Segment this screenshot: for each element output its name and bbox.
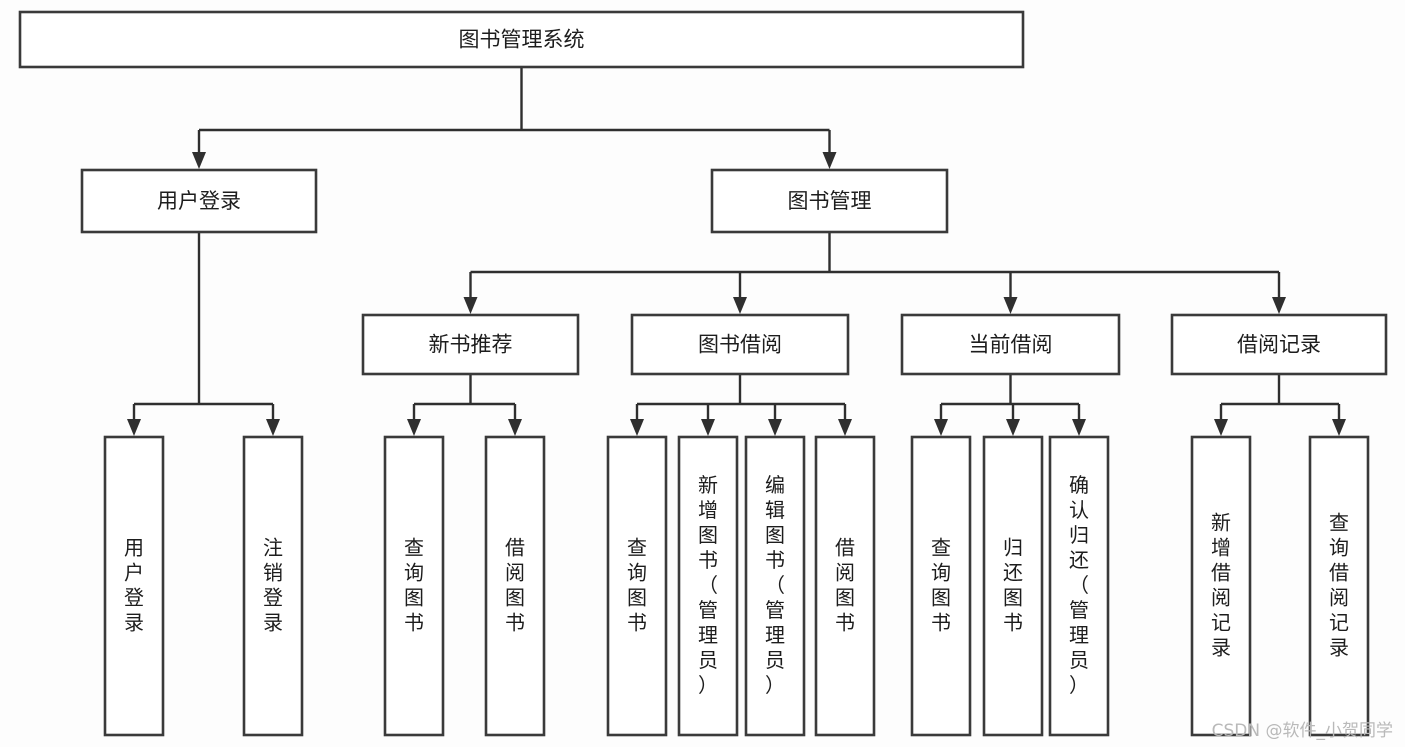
node-box-leaf-borrow-book-rec[interactable]: [484, 435, 546, 737]
node-leaf-borrow-book-rec[interactable]: 借阅图书: [484, 435, 546, 737]
node-label-leaf-query-borrow-record: 查询借阅记录: [1329, 510, 1349, 659]
node-box-leaf-logout[interactable]: [242, 435, 304, 737]
node-layer: 图书管理系统用户登录图书管理新书推荐图书借阅当前借阅借阅记录用户登录注销登录查询…: [18, 10, 1388, 737]
node-label-leaf-borrow-book: 借阅图书: [835, 535, 855, 634]
node-leaf-confirm-return-admin[interactable]: 确认归还（管理员）: [1048, 435, 1110, 737]
node-box-leaf-add-borrow-record[interactable]: [1190, 435, 1252, 737]
connector-group-user-login: [127, 232, 280, 436]
node-label-leaf-logout: 注销登录: [263, 535, 283, 634]
node-box-current-borrow[interactable]: [900, 313, 1121, 376]
node-leaf-add-borrow-record[interactable]: 新增借阅记录: [1190, 435, 1252, 737]
node-label-current-borrow: 当前借阅: [969, 333, 1053, 357]
node-new-book-recommend[interactable]: 新书推荐: [361, 313, 580, 376]
node-box-book-borrow[interactable]: [630, 313, 850, 376]
connector-group-root: [192, 67, 837, 169]
connector-group-borrow-record: [1214, 374, 1346, 436]
node-box-new-book-recommend[interactable]: [361, 313, 580, 376]
node-book-borrow[interactable]: 图书借阅: [630, 313, 850, 376]
node-label-leaf-edit-book-admin: 编辑图书（管理员）: [765, 473, 785, 697]
node-label-book-manage: 图书管理: [788, 189, 872, 213]
node-label-leaf-confirm-return-admin: 确认归还（管理员）: [1069, 473, 1089, 697]
node-label-borrow-record: 借阅记录: [1237, 333, 1321, 357]
arrow-head-icon: [127, 419, 141, 436]
connector-group-book-borrow: [630, 374, 852, 436]
node-leaf-logout[interactable]: 注销登录: [242, 435, 304, 737]
arrow-head-icon: [934, 419, 948, 436]
node-label-leaf-user-login: 用户登录: [124, 535, 144, 634]
node-label-leaf-add-borrow-record: 新增借阅记录: [1211, 510, 1231, 659]
node-label-leaf-add-book-admin: 新增图书（管理员）: [698, 473, 718, 697]
node-box-leaf-add-book-admin[interactable]: [677, 435, 739, 737]
node-label-root: 图书管理系统: [459, 28, 585, 52]
node-box-leaf-edit-book-admin[interactable]: [744, 435, 806, 737]
arrow-head-icon: [192, 152, 206, 169]
arrow-head-icon: [822, 152, 837, 169]
node-box-leaf-confirm-return-admin[interactable]: [1048, 435, 1110, 737]
node-leaf-add-book-admin[interactable]: 新增图书（管理员）: [677, 435, 739, 737]
arrow-head-icon: [1006, 419, 1020, 436]
node-label-book-borrow: 图书借阅: [698, 333, 782, 357]
node-label-leaf-return-book: 归还图书: [1003, 535, 1023, 634]
node-user-login[interactable]: 用户登录: [80, 168, 318, 234]
arrow-head-icon: [508, 419, 522, 436]
connector-group-current-borrow: [934, 374, 1086, 436]
arrow-head-icon: [733, 297, 747, 314]
node-label-leaf-query-book-borrow: 查询图书: [627, 535, 647, 634]
arrow-head-icon: [768, 419, 782, 436]
arrow-head-icon: [838, 419, 852, 436]
arrow-head-icon: [1072, 419, 1086, 436]
connector-layer: [127, 67, 1346, 436]
node-borrow-record[interactable]: 借阅记录: [1170, 313, 1388, 376]
arrow-head-icon: [266, 419, 280, 436]
node-box-leaf-query-book-current[interactable]: [910, 435, 972, 737]
node-box-leaf-query-book-rec[interactable]: [383, 435, 445, 737]
node-label-leaf-borrow-book-rec: 借阅图书: [505, 535, 525, 634]
arrow-head-icon: [407, 419, 421, 436]
node-book-manage[interactable]: 图书管理: [710, 168, 949, 234]
arrow-head-icon: [463, 297, 478, 314]
node-box-borrow-record[interactable]: [1170, 313, 1388, 376]
node-leaf-user-login[interactable]: 用户登录: [103, 435, 165, 737]
node-label-leaf-query-book-current: 查询图书: [931, 535, 951, 634]
node-leaf-query-book-borrow[interactable]: 查询图书: [606, 435, 668, 737]
node-root[interactable]: 图书管理系统: [18, 10, 1025, 69]
node-label-leaf-query-book-rec: 查询图书: [404, 535, 424, 634]
node-box-book-manage[interactable]: [710, 168, 949, 234]
node-box-leaf-borrow-book[interactable]: [814, 435, 876, 737]
node-leaf-query-book-current[interactable]: 查询图书: [910, 435, 972, 737]
arrow-head-icon: [1214, 419, 1228, 436]
node-leaf-return-book[interactable]: 归还图书: [982, 435, 1044, 737]
arrow-head-icon: [1332, 419, 1346, 436]
arrow-head-icon: [630, 419, 644, 436]
node-box-leaf-query-book-borrow[interactable]: [606, 435, 668, 737]
node-current-borrow[interactable]: 当前借阅: [900, 313, 1121, 376]
node-leaf-borrow-book[interactable]: 借阅图书: [814, 435, 876, 737]
node-box-leaf-query-borrow-record[interactable]: [1308, 435, 1370, 737]
arrow-head-icon: [1003, 297, 1018, 314]
connector-group-book-manage: [463, 232, 1286, 314]
node-box-root[interactable]: [18, 10, 1025, 69]
node-label-new-book-recommend: 新书推荐: [429, 333, 513, 357]
node-leaf-query-borrow-record[interactable]: 查询借阅记录: [1308, 435, 1370, 737]
node-label-user-login: 用户登录: [157, 189, 241, 213]
connector-group-new-book-recommend: [407, 374, 522, 436]
node-box-leaf-return-book[interactable]: [982, 435, 1044, 737]
arrow-head-icon: [701, 419, 715, 436]
arrow-head-icon: [1272, 297, 1286, 314]
node-leaf-edit-book-admin[interactable]: 编辑图书（管理员）: [744, 435, 806, 737]
node-box-user-login[interactable]: [80, 168, 318, 234]
node-leaf-query-book-rec[interactable]: 查询图书: [383, 435, 445, 737]
node-box-leaf-user-login[interactable]: [103, 435, 165, 737]
